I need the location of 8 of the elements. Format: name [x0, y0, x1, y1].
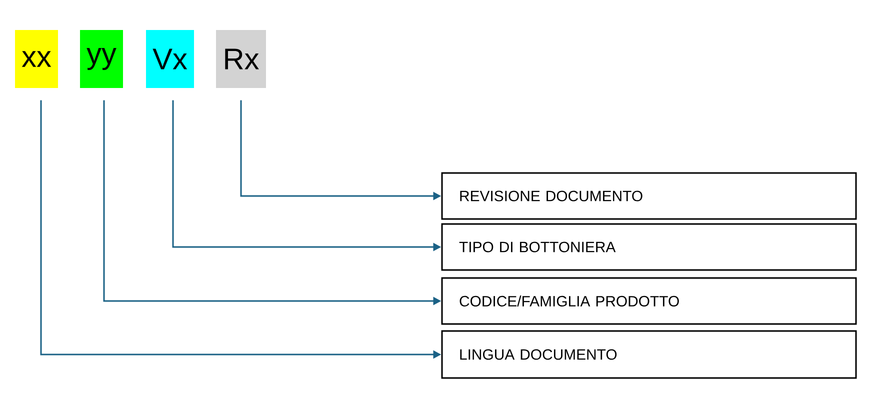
- label-box: LINGUA DOCUMENTO: [441, 330, 857, 379]
- label-box: CODICE/FAMIGLIA PRODOTTO: [441, 277, 857, 325]
- label-box: TIPO DI BOTTONIERA: [441, 223, 857, 271]
- code-segment: Rx: [216, 30, 266, 88]
- code-segment: yy: [80, 30, 123, 88]
- label-box: REVISIONE DOCUMENTO: [441, 172, 857, 220]
- code-segment: xx: [15, 30, 58, 88]
- code-segment: Vx: [146, 30, 194, 88]
